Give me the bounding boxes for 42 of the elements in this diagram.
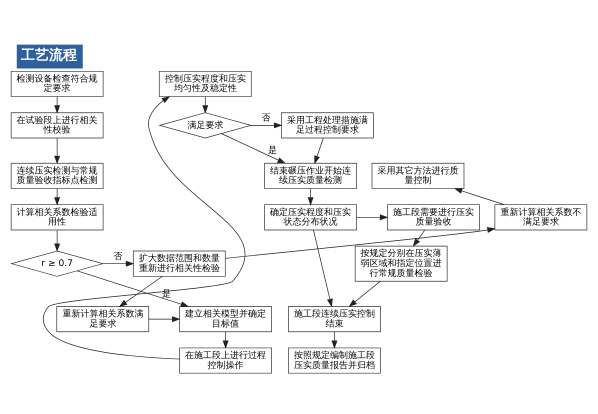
- arrow: [314, 137, 324, 164]
- node-diamond: 满足要求: [158, 112, 252, 138]
- arrow: [76, 270, 190, 306]
- arrow: [54, 229, 60, 252]
- node-box: 重新计算相关系数满足要求: [56, 306, 150, 332]
- arrow: [102, 260, 134, 266]
- arrow: [225, 226, 496, 258]
- arrow: [308, 188, 314, 206]
- arrow: [118, 276, 163, 307]
- arrow: [356, 214, 388, 220]
- arrow: [454, 188, 504, 204]
- node-box: 重新计算相关系数不满足要求: [494, 204, 588, 230]
- arrow: [348, 280, 381, 306]
- edge-label: 是: [268, 146, 277, 156]
- edge-label: 否: [114, 252, 123, 262]
- node-box: 计算相关系数检验适用性: [10, 204, 104, 230]
- arrow: [148, 316, 180, 322]
- node-box: 结束碾压作业开始连续压实质量检测: [264, 162, 357, 188]
- arrow: [221, 132, 286, 164]
- node-box: 在施工段上进行过程控制操作: [179, 347, 272, 374]
- node-box: 采用工程处理措施满足过程控制要求: [281, 112, 374, 138]
- arrow: [332, 330, 338, 348]
- node-box: 按规定分别在压实薄弱区域和指定位置进行常规质量检验: [354, 245, 448, 282]
- edge-label: 否: [262, 113, 271, 124]
- edge-label: 是: [162, 288, 171, 299]
- diagram-title: 工艺流程: [20, 46, 77, 63]
- arrow: [54, 137, 60, 164]
- node-box: 检测设备检查符合规定要求: [10, 70, 104, 96]
- node-box: 确定压实程度和压实状态分布状况: [264, 204, 357, 230]
- node-box: 采用其它方法进行质量控制: [372, 162, 464, 188]
- node-box: 控制压实程度和压实均匀性及稳定性: [158, 70, 252, 96]
- arrow: [250, 122, 282, 128]
- node-box: 在试验段上进行相关性校验: [10, 112, 104, 138]
- arrow: [412, 229, 426, 246]
- node-box: 按照规定编制施工段压实质量报告并归档: [288, 347, 381, 374]
- node-box: 施工段连续压实控制结束: [288, 306, 381, 332]
- node-box: 连续压实检测与常规质量验收指标点检测: [10, 162, 104, 188]
- node-diamond: r ≥ 0.7: [10, 250, 104, 276]
- node-box: 扩大数据范围和数量重新进行相关性检验: [132, 250, 226, 276]
- arrow: [313, 229, 333, 307]
- node-box: 施工段需要进行压实质量验收: [387, 204, 480, 230]
- node-box: 建立相关模型并确定目标值: [179, 306, 272, 332]
